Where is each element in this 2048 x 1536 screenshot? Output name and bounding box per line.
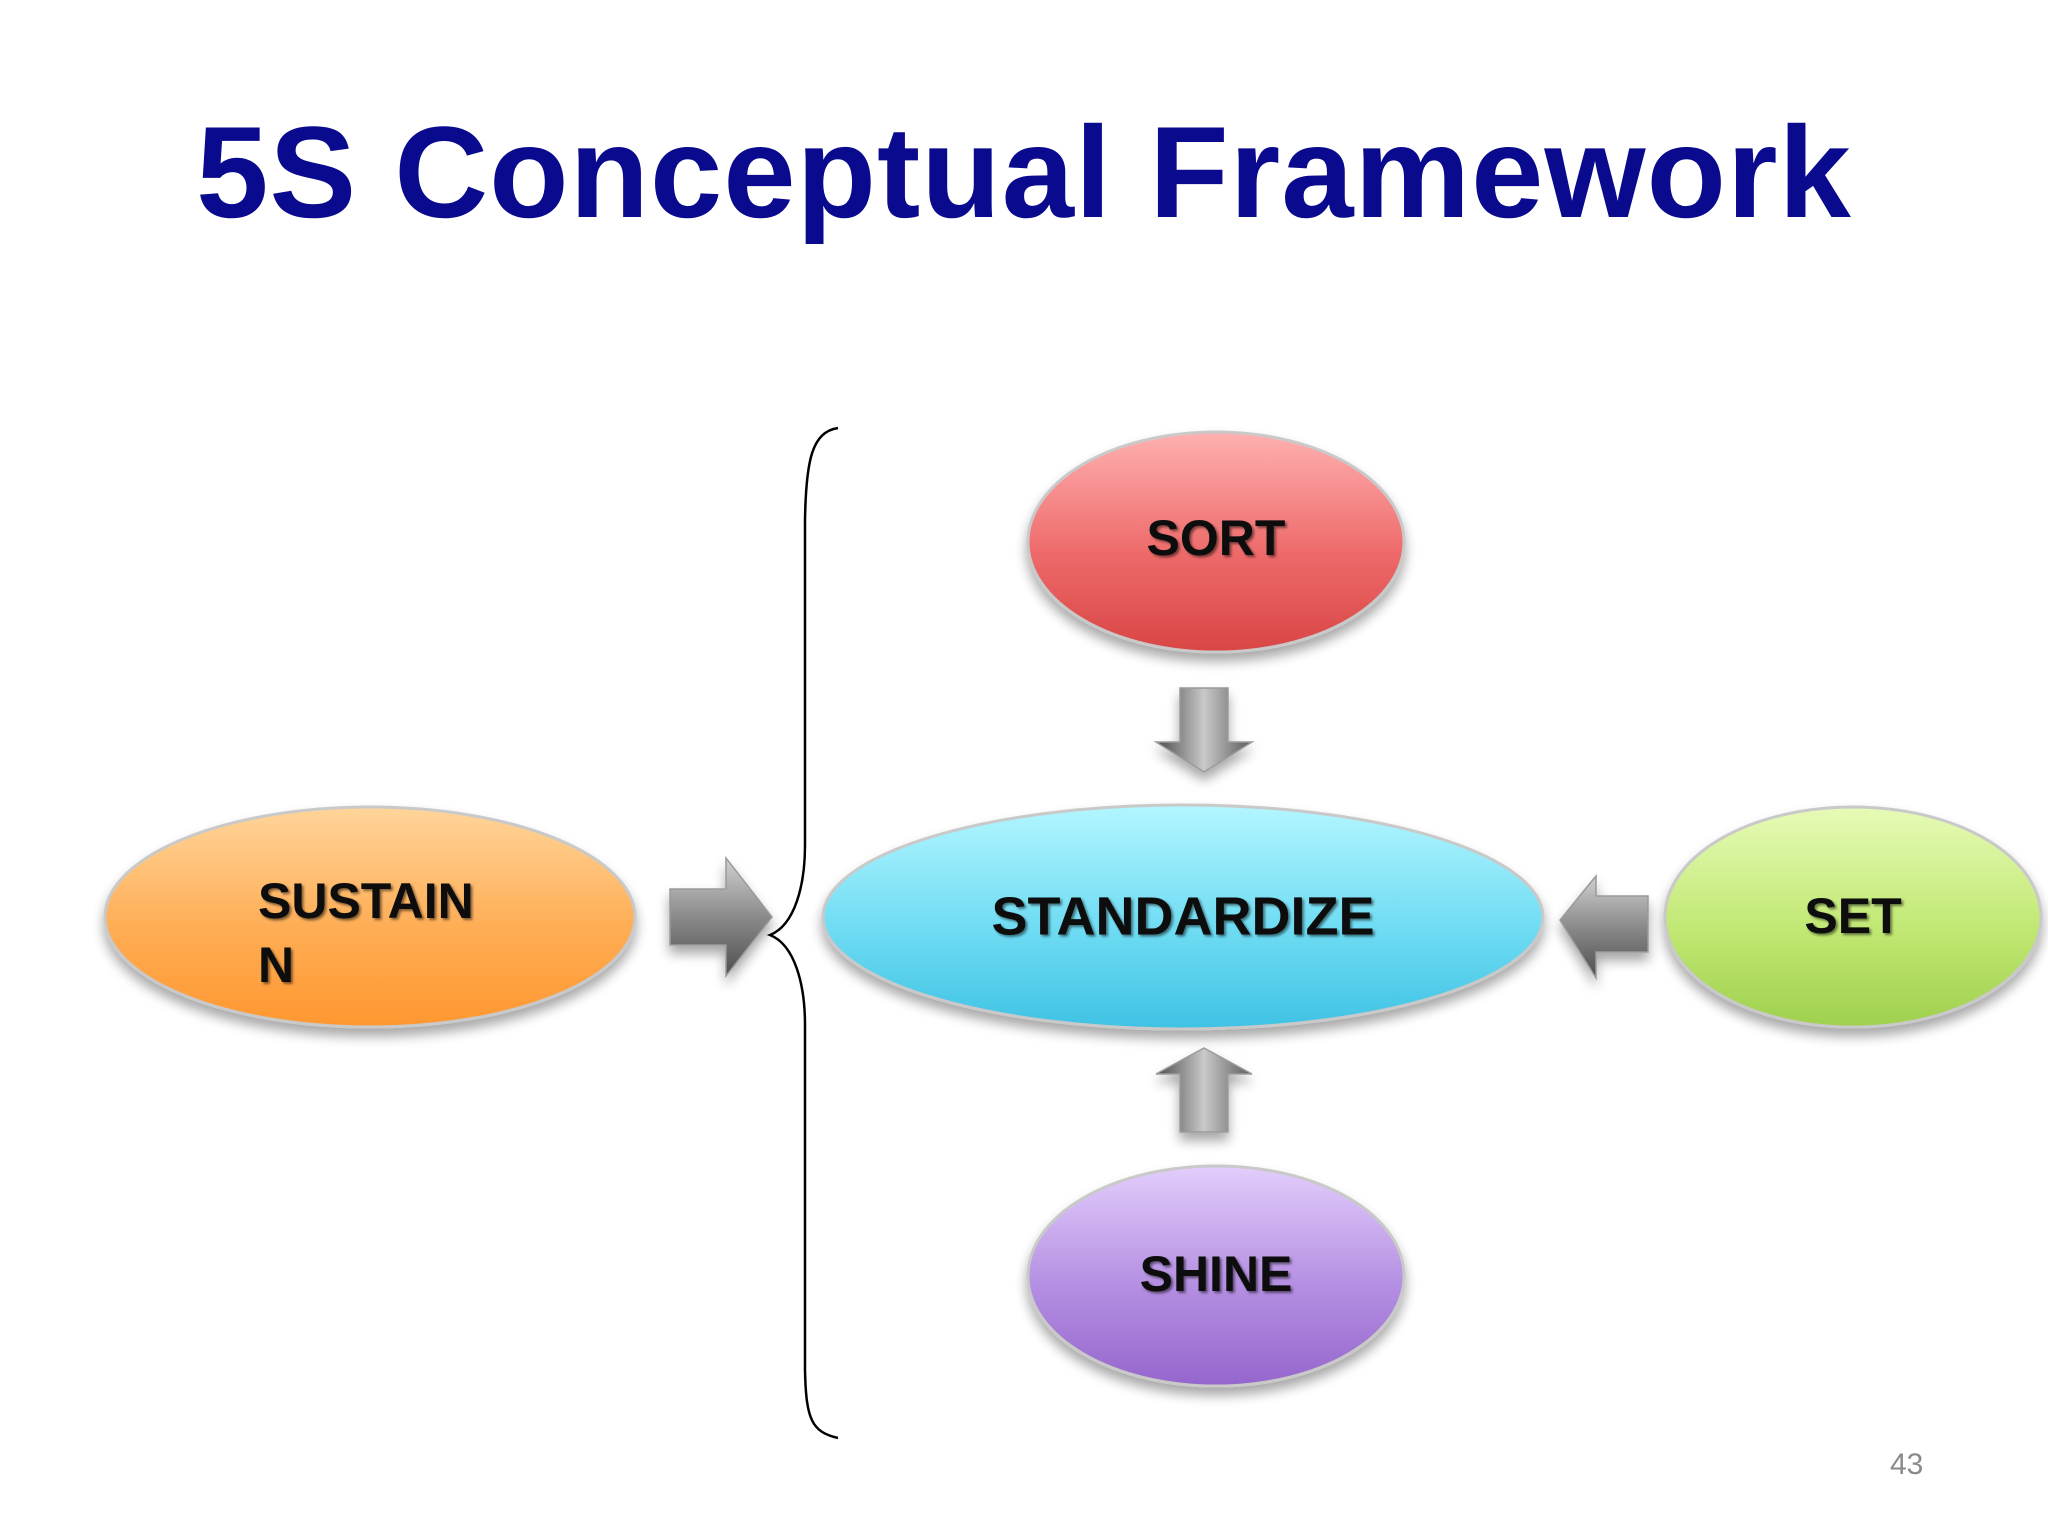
node-set: SET <box>1663 805 2043 1029</box>
slide-title: 5S Conceptual Framework <box>196 99 1852 245</box>
node-sort-label: SORT <box>1147 510 1286 566</box>
curly-brace <box>766 426 839 1440</box>
arrow-right-icon <box>669 855 773 979</box>
page-number: 43 <box>1890 1448 1924 1481</box>
node-sustain-label-line1: SUSTAIN <box>258 873 474 929</box>
node-set-label: SET <box>1804 888 1901 944</box>
node-standardize-label: STANDARDIZE <box>992 886 1375 946</box>
node-sort: SORT <box>1026 430 1406 654</box>
arrow-left-icon <box>1559 873 1649 981</box>
node-shine-label: SHINE <box>1140 1246 1293 1302</box>
arrow-down-icon <box>1153 687 1255 773</box>
node-standardize: STANDARDIZE <box>821 803 1545 1031</box>
node-sustain: SUSTAIN N <box>103 805 637 1029</box>
node-shine: SHINE <box>1026 1164 1406 1388</box>
node-sustain-label-line2: N <box>258 937 294 993</box>
arrow-up-icon <box>1155 1047 1253 1133</box>
